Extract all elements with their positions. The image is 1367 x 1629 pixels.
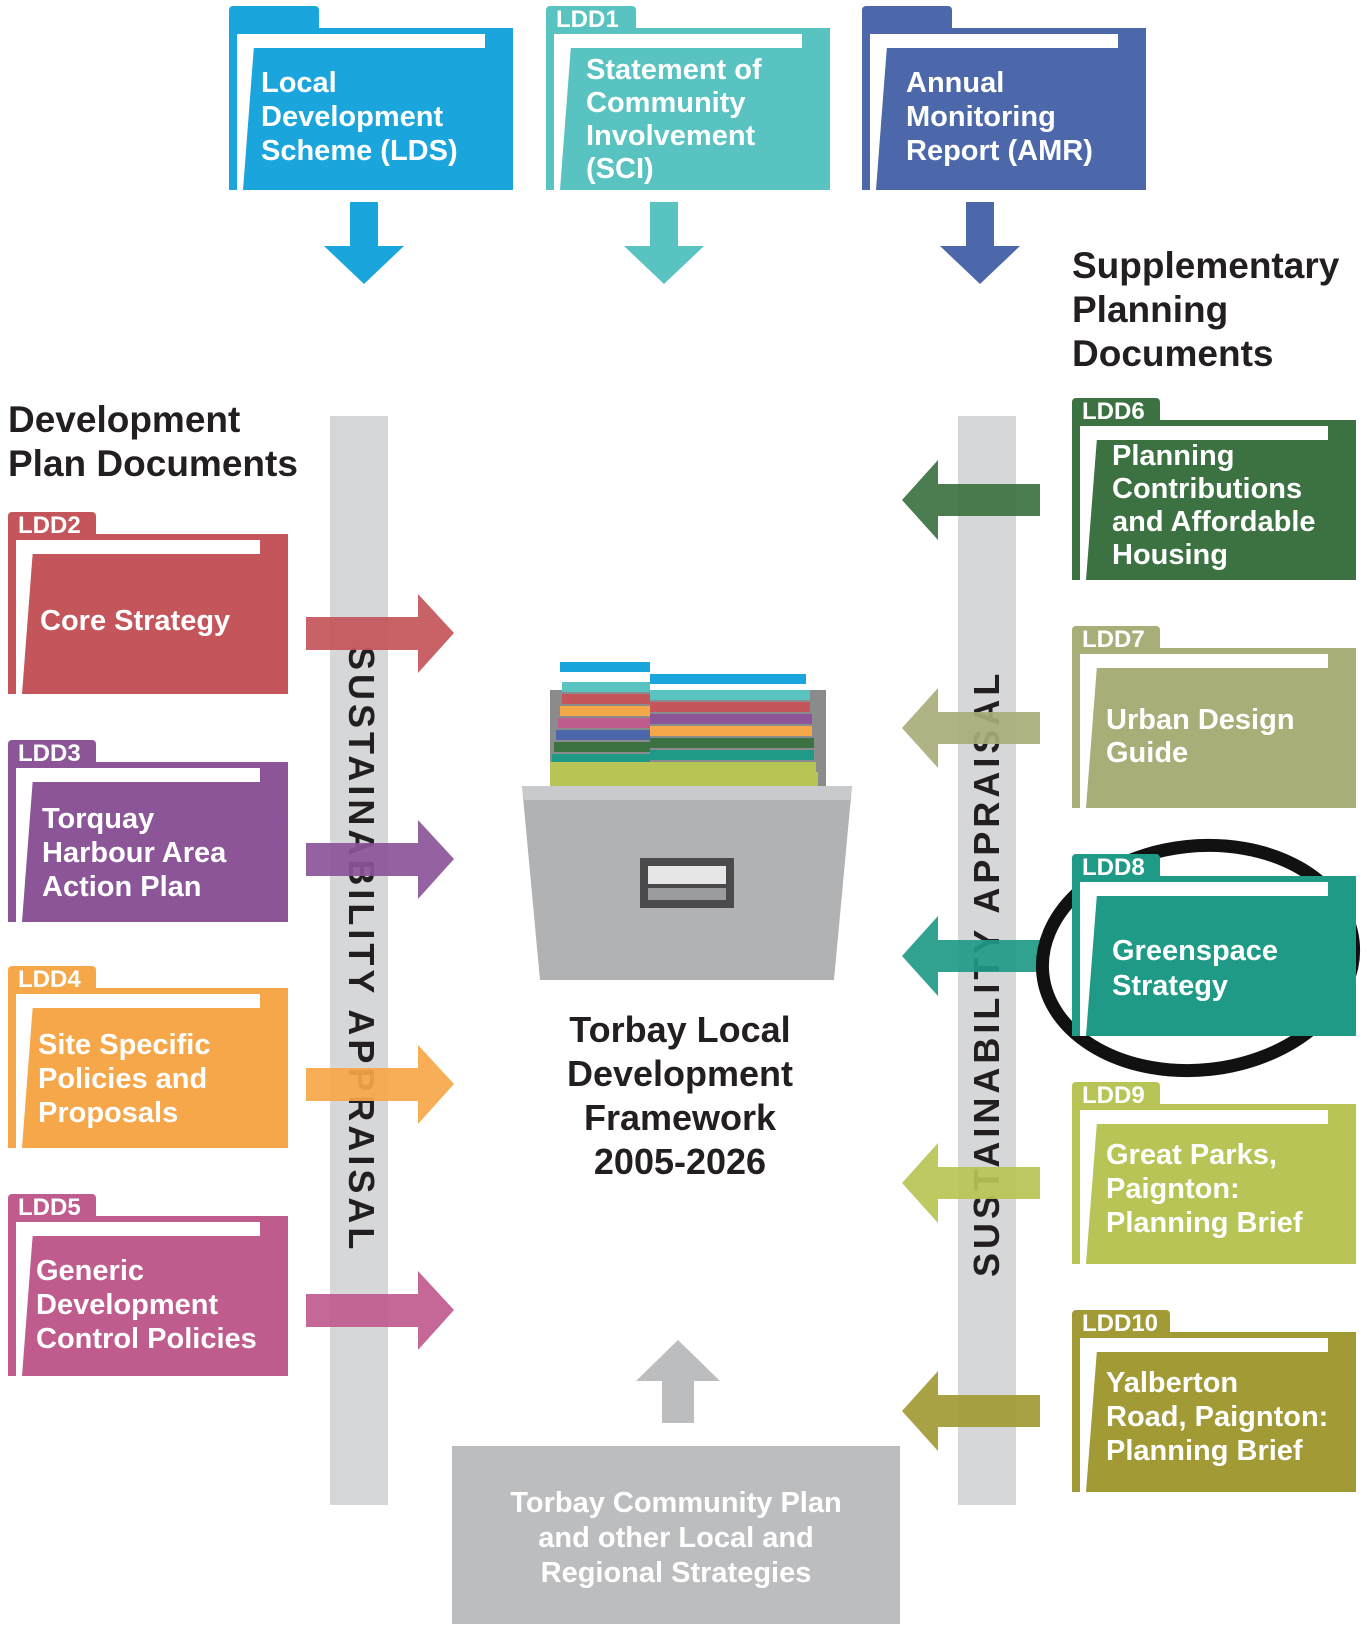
folder-label-line: Planning xyxy=(1112,440,1235,472)
folder-ldd1[interactable]: LDD1 Statement of Community Involvement … xyxy=(546,6,830,190)
right-arrow-ldd3-icon xyxy=(306,820,454,899)
left-arrows xyxy=(306,594,454,1350)
folder-label-line: Core Strategy xyxy=(40,605,231,637)
folder-label-line: Local xyxy=(261,67,337,99)
folder-label-line: Annual xyxy=(906,67,1005,99)
folder-code: LDD2 xyxy=(18,512,81,539)
folder-label-line: (SCI) xyxy=(586,153,654,185)
folder-code: LDD4 xyxy=(18,966,81,993)
right-arrow-ldd5-icon xyxy=(306,1271,454,1350)
folder-label-line: Proposals xyxy=(38,1097,179,1129)
folder-code: LDD3 xyxy=(18,740,81,767)
folder-label-line: Generic xyxy=(36,1255,144,1287)
development-plan-heading: Development Plan Documents xyxy=(8,398,298,486)
right-arrow-ldd4-icon xyxy=(306,1045,454,1124)
folder-label-line: Control Policies xyxy=(36,1323,257,1355)
supplementary-heading: Supplementary Planning Documents xyxy=(1072,244,1339,376)
folder-label-line: Involvement xyxy=(586,120,756,152)
folder-label-line: Report (AMR) xyxy=(906,135,1093,167)
left-arrow-ldd10-icon xyxy=(902,1371,1040,1451)
folder-label-line: Community xyxy=(586,87,746,119)
framework-title: Torbay Local Development Framework 2005-… xyxy=(500,1008,860,1184)
framework-title-line: Torbay Local xyxy=(569,1009,791,1050)
left-arrow-ldd9-icon xyxy=(902,1143,1040,1223)
folder-ldd2[interactable]: LDD2 Core Strategy xyxy=(8,512,288,694)
folder-label-line: Harbour Area xyxy=(42,837,227,869)
folder-label-line: Statement of xyxy=(586,54,762,86)
folder-label-line: Housing xyxy=(1112,539,1228,571)
supplementary-heading-line: Supplementary xyxy=(1072,245,1340,286)
folder-ldd7[interactable]: LDD7 Urban Design Guide xyxy=(1072,626,1356,808)
folder-label-line: Monitoring xyxy=(906,101,1056,133)
folder-ldd3[interactable]: LDD3 Torquay Harbour Area Action Plan xyxy=(8,740,288,922)
framework-title-line: Framework xyxy=(583,1097,777,1138)
folder-label-line: Policies and xyxy=(38,1063,208,1095)
community-plan-line: Torbay Community Plan xyxy=(510,1487,842,1519)
folder-label-line: Paignton: xyxy=(1106,1173,1240,1205)
left-arrow-ldd6-icon xyxy=(902,460,1040,540)
left-arrow-ldd7-icon xyxy=(902,688,1040,768)
folder-ldd8[interactable]: LDD8 Greenspace Strategy xyxy=(1072,854,1356,1036)
community-plan-box[interactable]: Torbay Community Plan and other Local an… xyxy=(452,1446,900,1624)
filing-cabinet-icon xyxy=(522,662,852,980)
folder-label-line: Contributions xyxy=(1112,473,1303,505)
supplementary-heading-line: Planning xyxy=(1072,289,1229,330)
left-arrow-ldd8-icon xyxy=(902,916,1040,996)
folder-ldd10[interactable]: LDD10 Yalberton Road, Paignton: Planning… xyxy=(1072,1310,1356,1492)
right-arrows xyxy=(902,460,1040,1451)
folder-code: LDD1 xyxy=(556,6,619,33)
top-arrows xyxy=(324,202,1020,284)
folder-label-line: Planning Brief xyxy=(1106,1435,1303,1467)
folder-label-line: Greenspace xyxy=(1112,935,1279,967)
development-plan-heading-line: Development xyxy=(8,399,241,440)
framework-title-line: Development xyxy=(566,1053,794,1094)
supplementary-heading-line: Documents xyxy=(1072,333,1274,374)
right-arrow-ldd2-icon xyxy=(306,594,454,673)
folder-label-line: Development xyxy=(261,101,444,133)
folder-code: LDD7 xyxy=(1082,626,1145,653)
folder-label-line: Torquay xyxy=(42,803,155,835)
folder-label-line: Urban Design xyxy=(1106,704,1295,736)
folder-code: LDD9 xyxy=(1082,1082,1145,1109)
folder-code: LDD10 xyxy=(1082,1310,1159,1337)
folder-label-line: Yalberton xyxy=(1106,1367,1239,1399)
folder-label-line: Guide xyxy=(1106,737,1189,769)
folder-ldd9[interactable]: LDD9 Great Parks, Paignton: Planning Bri… xyxy=(1072,1082,1356,1264)
folder-label-line: Planning Brief xyxy=(1106,1207,1303,1239)
folder-ldd4[interactable]: LDD4 Site Specific Policies and Proposal… xyxy=(8,966,288,1148)
folder-amr[interactable]: Annual Monitoring Report (AMR) xyxy=(862,6,1146,190)
folder-label-line: Scheme (LDS) xyxy=(261,135,458,167)
folder-label-line: Great Parks, xyxy=(1106,1139,1277,1171)
framework-title-line: 2005-2026 xyxy=(593,1141,767,1182)
community-plan-line: Regional Strategies xyxy=(540,1557,812,1589)
folder-code: LDD8 xyxy=(1082,854,1145,881)
development-plan-heading-line: Plan Documents xyxy=(8,443,298,484)
community-plan-line: and other Local and xyxy=(538,1522,814,1554)
up-arrow-community-icon xyxy=(636,1340,720,1423)
folder-code: LDD6 xyxy=(1082,398,1145,425)
down-arrow-amr-icon xyxy=(940,202,1020,284)
folder-label-line: and Affordable xyxy=(1112,506,1316,538)
folder-label-line: Site Specific xyxy=(38,1029,211,1061)
down-arrow-lds-icon xyxy=(324,202,404,284)
folder-ldd5[interactable]: LDD5 Generic Development Control Policie… xyxy=(8,1194,288,1376)
folder-label-line: Development xyxy=(36,1289,219,1321)
folder-label-line: Road, Paignton: xyxy=(1106,1401,1329,1433)
community-plan-text: Torbay Community Plan and other Local an… xyxy=(452,1486,900,1591)
folder-label-line: Action Plan xyxy=(42,871,202,903)
folder-code: LDD5 xyxy=(18,1194,81,1221)
folder-label-line: Strategy xyxy=(1112,970,1229,1002)
down-arrow-sci-icon xyxy=(624,202,704,284)
folder-lds[interactable]: Local Development Scheme (LDS) xyxy=(229,6,513,190)
folder-ldd6[interactable]: LDD6 Planning Contributions and Affordab… xyxy=(1072,398,1356,580)
